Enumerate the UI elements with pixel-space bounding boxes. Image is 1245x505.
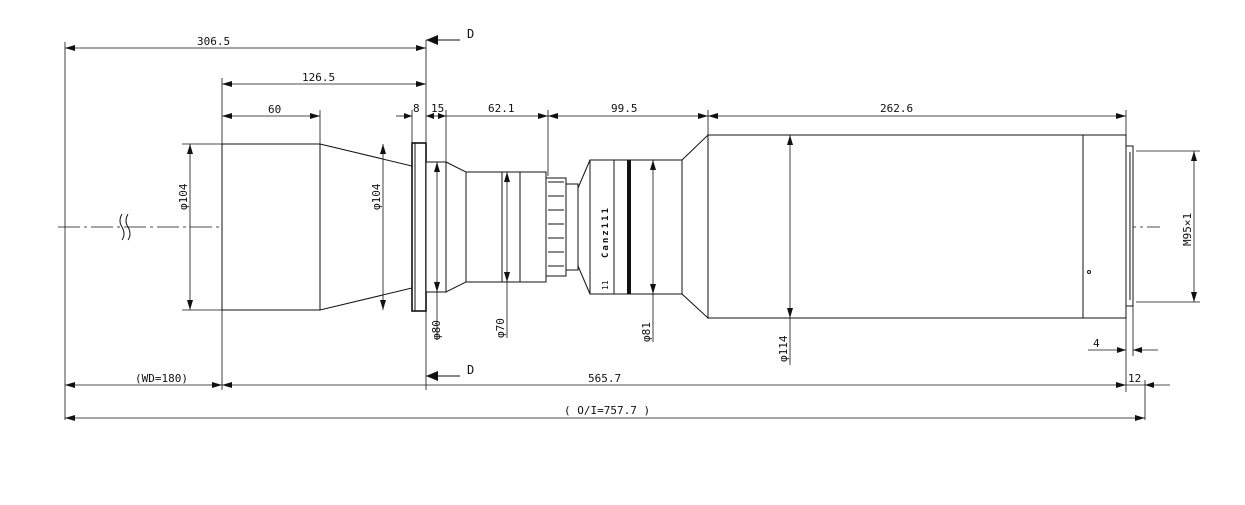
main-cone	[681, 133, 709, 320]
dim-565: 565.7	[588, 372, 621, 385]
black-ring	[627, 160, 631, 294]
dim-12: 12	[1128, 372, 1141, 385]
lens-marking: Canz111	[601, 206, 611, 258]
dim-99: 99.5	[611, 102, 638, 115]
dim-15: 15	[431, 102, 444, 115]
mount-flange	[411, 142, 427, 312]
dim-wd: (WD=180)	[135, 372, 188, 385]
dia-104-hood: φ104	[370, 183, 383, 210]
lens-marking-small: 11	[601, 280, 610, 290]
dia-80: φ80	[430, 320, 443, 340]
front-barrel	[221, 143, 321, 311]
dim-oi: ( O/I=757.7 )	[564, 404, 650, 417]
break-mark	[119, 213, 131, 241]
main-body	[707, 134, 1127, 319]
dia-81: φ81	[640, 322, 653, 342]
dim-306: 306.5	[197, 35, 230, 48]
collar	[425, 161, 447, 293]
section-d-top: D	[467, 27, 474, 41]
dim-62: 62.1	[488, 102, 515, 115]
dim-4: 4	[1093, 337, 1100, 350]
dim-262: 262.6	[880, 102, 913, 115]
tapered-hood	[319, 143, 413, 311]
dia-104-front: φ104	[177, 183, 190, 210]
middle-barrel	[465, 171, 547, 283]
dim-60: 60	[268, 103, 281, 116]
dim-126: 126.5	[302, 71, 335, 84]
dia-70: φ70	[494, 318, 507, 338]
dia-114: φ114	[777, 335, 790, 362]
thread-spec: M95×1	[1181, 213, 1194, 246]
section-d-bottom: D	[467, 363, 474, 377]
dim-8: 8	[413, 102, 420, 115]
coupler	[545, 177, 567, 277]
second-lens	[577, 159, 591, 295]
